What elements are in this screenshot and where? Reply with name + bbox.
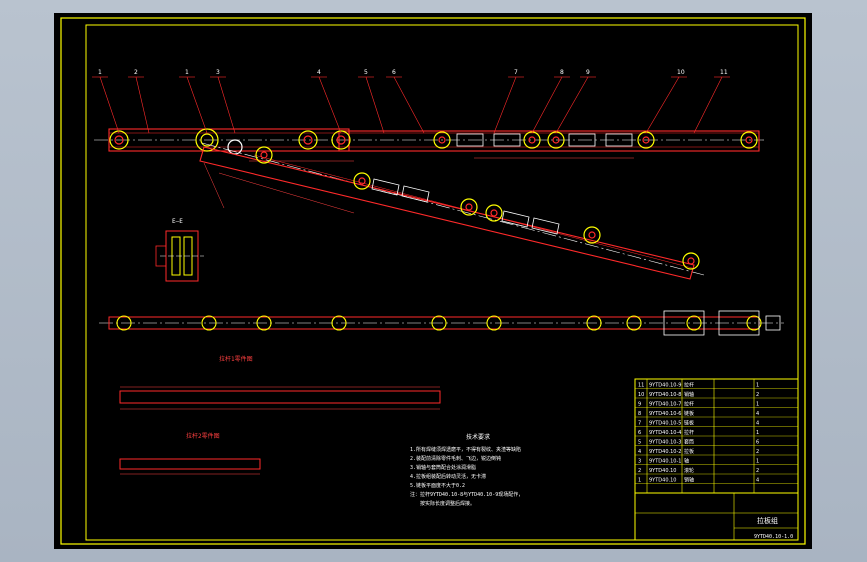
bom-cell-qty: 1 — [756, 430, 759, 436]
bom-cell-no: 10 — [638, 392, 644, 398]
bom-cell-qty: 4 — [756, 478, 759, 484]
balloon-number: 3 — [216, 69, 220, 76]
balloon-number: 9 — [586, 69, 590, 76]
bom-cell-name: 套筒 — [684, 439, 694, 446]
technical-notes: 技术要求 1.所有焊缝须焊透磨平，不得有裂纹、夹渣等缺陷 2.装配前清除零件毛刺… — [410, 433, 523, 507]
bom-cell-code: 9YTD40.10-5 — [649, 421, 681, 427]
bom-cell-name: 链板 — [684, 410, 694, 417]
inclined-chain-assembly — [199, 142, 705, 280]
svg-text:注：拉杆9YTD40.10-8与YTD40.10-9现场配作: 注：拉杆9YTD40.10-8与YTD40.10-9现场配作， — [410, 491, 523, 498]
bom-cell-name: 销轴 — [684, 477, 694, 484]
notes-title: 技术要求 — [466, 433, 490, 441]
balloon-number: 11 — [720, 69, 728, 76]
svg-text:3.销轴与套筒配合处涂润滑脂: 3.销轴与套筒配合处涂润滑脂 — [410, 464, 476, 471]
bom-cell-no: 11 — [638, 383, 644, 389]
balloon-number: 10 — [677, 69, 685, 76]
bom-cell-qty: 1 — [756, 459, 759, 465]
bom-cell-qty: 4 — [756, 421, 759, 427]
part-view-rod-1: 拉杆1零件图 — [119, 355, 441, 410]
svg-text:4.拉板组装配后转动灵活，无卡滞: 4.拉板组装配后转动灵活，无卡滞 — [410, 473, 486, 480]
bom-cell-name: 拉板 — [684, 448, 694, 455]
balloon-leader — [555, 76, 589, 134]
part-view-rod-2: 拉杆2零件图 — [119, 432, 261, 475]
bom-cell-no: 3 — [638, 459, 641, 465]
bom-cell-name: 销轴 — [684, 391, 694, 398]
bom-cell-code: 9YTD40.10-6 — [649, 411, 681, 417]
section-e-label: E—E — [172, 218, 183, 225]
bom-cell-code: 9YTD40.10 — [649, 478, 676, 484]
top-chain-assembly — [94, 128, 764, 162]
title-block: 拉板组 9YTD40.10-1.0 — [634, 492, 799, 541]
bom-cell-no: 2 — [638, 468, 641, 474]
balloon-number: 6 — [392, 69, 396, 76]
bom-cell-name: 轴 — [684, 458, 689, 465]
balloon-leader — [645, 76, 680, 134]
bom-cell-no: 7 — [638, 421, 641, 427]
balloon-leader — [135, 76, 150, 134]
part-balloons: 1 2 1 3 4 5 6 7 8 9 10 11 — [92, 69, 730, 134]
top-bar-right — [338, 130, 760, 152]
bom-cell-code: 9YTD40.10-9 — [649, 383, 681, 389]
balloon-leader — [186, 76, 208, 134]
inner-border — [85, 24, 799, 541]
bom-cell-name: 拉杆 — [684, 401, 694, 408]
bom-cell-no: 4 — [638, 449, 641, 455]
bom-cell-code: 9YTD40.10-4 — [649, 430, 681, 436]
balloon-leader — [393, 76, 425, 134]
bom-cell-code: 9YTD40.10-1 — [649, 459, 681, 465]
svg-text:5.链板平面度不大于0.2: 5.链板平面度不大于0.2 — [410, 482, 465, 489]
bom-cell-name: 拉杆 — [684, 429, 694, 436]
balloon-leader — [318, 76, 342, 134]
svg-text:拉杆1零件图: 拉杆1零件图 — [219, 355, 253, 363]
balloon-leader — [493, 76, 517, 134]
svg-text:1.所有焊缝须焊透磨平，不得有裂纹、夹渣等缺陷: 1.所有焊缝须焊透磨平，不得有裂纹、夹渣等缺陷 — [410, 446, 521, 453]
outer-border — [60, 17, 806, 545]
balloon-number: 1 — [98, 69, 102, 76]
bom-cell-code: 9YTD40.10-7 — [649, 402, 681, 408]
bom-cell-qty: 6 — [756, 440, 759, 446]
bom-cell-code: 9YTD40.10-3 — [649, 440, 681, 446]
balloon-number: 4 — [317, 69, 321, 76]
bom-cell-code: 9YTD40.10 — [649, 468, 676, 474]
bom-cell-qty: 2 — [756, 392, 759, 398]
bom-cell-no: 9 — [638, 402, 641, 408]
balloon-leader — [531, 76, 563, 134]
bom-cell-no: 5 — [638, 440, 641, 446]
bom-cell-name: 滚轮 — [684, 467, 694, 474]
svg-text:按实际长度调整后焊接。: 按实际长度调整后焊接。 — [410, 500, 475, 507]
balloon-number: 1 — [185, 69, 189, 76]
balloon-leader — [365, 76, 385, 134]
bom-cell-code: 9YTD40.10-8 — [649, 392, 681, 398]
bom-cell-no: 8 — [638, 411, 641, 417]
balloon-number: 7 — [514, 69, 518, 76]
lower-chain-assembly — [99, 310, 784, 336]
bom-cell-no: 6 — [638, 430, 641, 436]
cad-drawing-viewport[interactable]: E—E 拉杆1零件图 拉杆2零件图 技术要求 1.所有焊缝须焊透磨平，不得 — [54, 13, 812, 549]
balloon-number: 5 — [364, 69, 368, 76]
bom-cell-qty: 1 — [756, 383, 759, 389]
bom-cell-qty: 1 — [756, 402, 759, 408]
bom-cell-name: 链板 — [684, 420, 694, 427]
section-detail-e: E—E — [155, 218, 204, 282]
bom-cell-qty: 4 — [756, 411, 759, 417]
bom-cell-code: 9YTD40.10-2 — [649, 449, 681, 455]
balloon-leader — [693, 76, 723, 134]
svg-text:2.装配前清除零件毛刺、飞边，锐边倒钝: 2.装配前清除零件毛刺、飞边，锐边倒钝 — [410, 455, 501, 462]
balloon-number: 8 — [560, 69, 564, 76]
bom-cell-no: 1 — [638, 478, 641, 484]
bom-cell-qty: 2 — [756, 468, 759, 474]
bom-cell-name: 拉杆 — [684, 382, 694, 389]
bom-cell-qty: 2 — [756, 449, 759, 455]
balloon-number: 2 — [134, 69, 138, 76]
svg-text:拉杆2零件图: 拉杆2零件图 — [186, 432, 220, 440]
drawing-name: 拉板组 — [757, 516, 778, 525]
balloon-leader — [99, 76, 120, 134]
balloon-leader — [217, 76, 236, 134]
drawing-code: 9YTD40.10-1.0 — [754, 534, 793, 540]
